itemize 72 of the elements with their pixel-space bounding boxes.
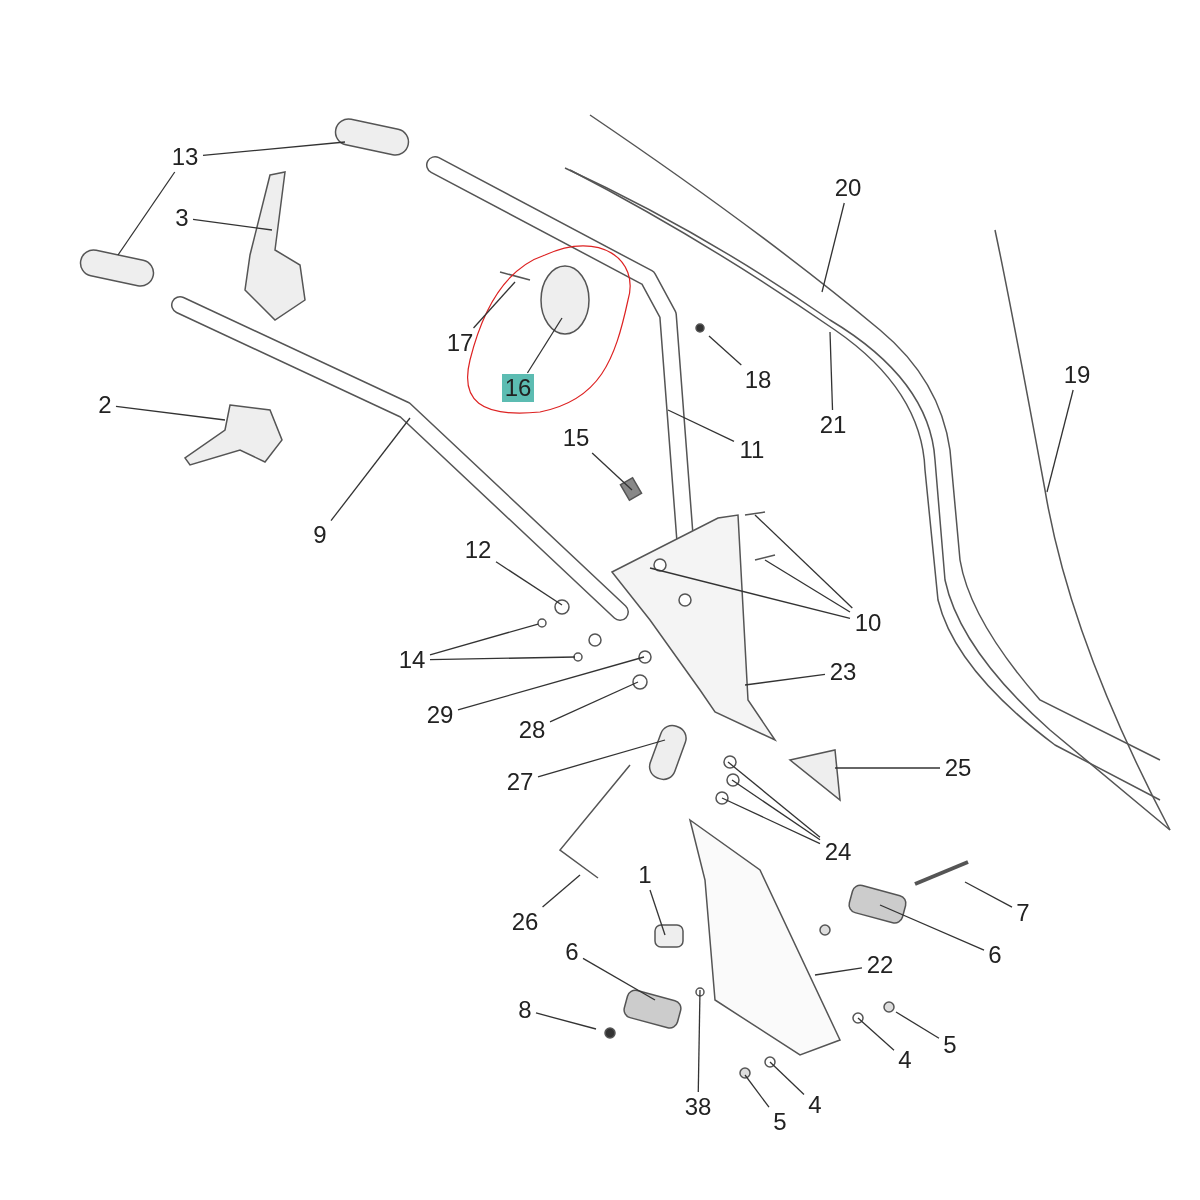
leader-line [1046,389,1074,493]
callout-number: 28 [516,716,548,744]
leader-line [535,1012,597,1030]
leader-line [429,623,539,656]
callout-number: 16 [502,374,534,402]
callout-number: 15 [560,424,592,452]
leader-line [537,739,666,778]
leader-line [814,967,863,976]
leader-line [457,656,645,711]
callout-number: 4 [896,1046,914,1074]
callout-number: 5 [771,1108,789,1136]
leader-line [754,514,853,609]
leader-line [582,957,656,1001]
callout-number: 22 [864,951,896,979]
leader-line [769,1061,805,1096]
leader-line [821,202,845,293]
leader-line [834,767,941,769]
leader-line [649,567,851,620]
leader-line [964,881,1013,908]
callout-number: 11 [736,436,768,464]
leader-line [697,989,701,1093]
leader-line [472,281,516,329]
callout-number: 12 [462,536,494,564]
callout-number: 25 [942,754,974,782]
callout-number: 4 [806,1091,824,1119]
leader-line [526,317,563,374]
callout-number: 18 [742,366,774,394]
leader-line [857,1017,895,1051]
leader-line [495,561,563,606]
leader-line [192,218,273,231]
leader-line [764,559,851,613]
callout-number: 1 [636,861,654,889]
leader-line [721,797,821,845]
callout-number: 13 [169,143,201,171]
callout-number: 5 [941,1031,959,1059]
leader-line [117,171,176,256]
callout-number: 17 [444,329,476,357]
callout-number: 29 [424,701,456,729]
leader-line [115,405,226,421]
leader-line [744,1074,770,1108]
callout-number: 23 [827,658,859,686]
callout-number: 3 [173,204,191,232]
callout-number: 21 [817,411,849,439]
leader-line [731,779,821,841]
callout-number: 2 [96,391,114,419]
leader-line [549,681,639,723]
callout-number: 10 [852,609,884,637]
leader-line [895,1011,940,1039]
callout-number: 8 [516,996,534,1024]
leader-line [330,417,411,522]
callout-number: 38 [682,1093,714,1121]
leader-line [879,904,985,951]
callout-number: 26 [509,908,541,936]
leader-line [708,335,742,366]
callout-number: 19 [1061,361,1093,389]
callout-number: 24 [822,838,854,866]
callout-number: 20 [832,174,864,202]
leader-line [202,141,346,156]
callout-number: 6 [563,938,581,966]
leader-line [541,874,581,908]
callout-number: 9 [311,521,329,549]
leader-line [727,761,821,838]
leader-line [591,452,633,491]
leader-line [829,331,834,411]
callout-number: 27 [504,768,536,796]
leader-line [429,656,576,661]
callout-number: 14 [396,646,428,674]
callout-number: 7 [1014,899,1032,927]
callout-number: 6 [986,941,1004,969]
leader-line [744,673,826,686]
leader-line [667,409,735,443]
leader-line [649,889,666,936]
